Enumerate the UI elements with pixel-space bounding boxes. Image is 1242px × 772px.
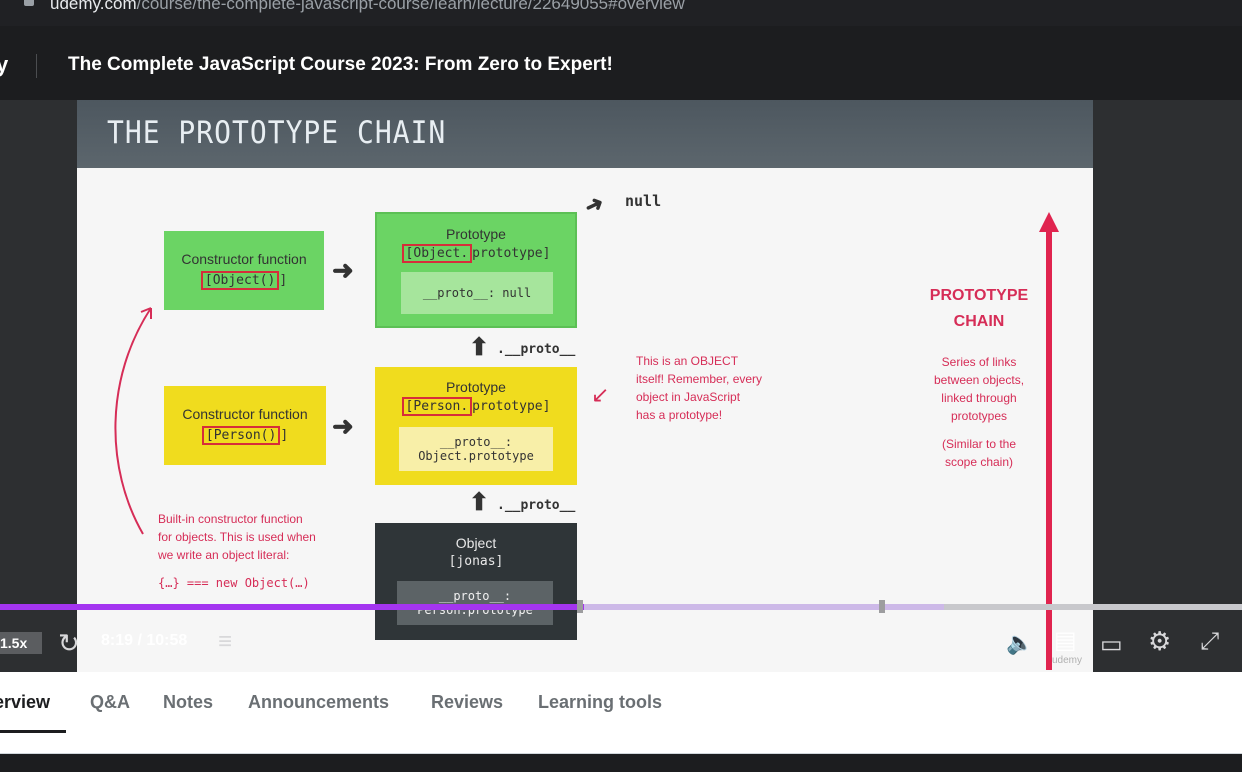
proto-link-2: .__proto__: [497, 498, 576, 513]
udemy-logo[interactable]: y: [0, 52, 9, 77]
chain-arrow-head: [1039, 212, 1059, 232]
note-arrow: ↙: [591, 382, 610, 407]
proto-link-1: .__proto__: [497, 342, 576, 357]
chapter-marker[interactable]: [577, 600, 583, 613]
arrow-ctor-to-proto-2: ➜: [332, 411, 354, 441]
proto-person-title: Prototype: [446, 379, 506, 395]
playback-speed-button[interactable]: 1.5x: [0, 632, 42, 654]
course-header: y The Complete JavaScript Course 2023: F…: [0, 30, 1242, 101]
udemy-watermark: udemy: [1052, 655, 1083, 666]
tab-learning-tools[interactable]: Learning tools: [538, 692, 663, 712]
active-tab-indicator: [0, 730, 66, 733]
volume-icon[interactable]: 🔈: [1006, 630, 1034, 655]
arrow-up-2: ⬆: [469, 489, 490, 516]
video-player[interactable]: THE PROTOTYPE CHAIN ➜ null Constructor f…: [0, 100, 1242, 772]
jonas-title: Object: [455, 535, 497, 551]
note-builtin-constructor: Built-in constructor function for object…: [158, 512, 316, 590]
side-note: (Similar to the scope chain): [941, 437, 1017, 469]
fullscreen-icon[interactable]: ⤢: [1200, 628, 1220, 655]
chain-arrow-shaft: [1046, 228, 1052, 670]
header-divider: [36, 54, 37, 78]
lock-icon: [24, 0, 34, 6]
note-object-is-object: This is an OBJECT itself! Remember, ever…: [636, 354, 763, 422]
url-text[interactable]: udemy.com/course/the-complete-javascript…: [50, 0, 685, 13]
side-panel: PROTOTYPE CHAIN Series of links between …: [912, 283, 1046, 471]
object-jonas-box: Object [jonas] __proto__: Person.prototy…: [375, 523, 577, 640]
jonas-name: [jonas]: [448, 554, 504, 569]
course-title[interactable]: The Complete JavaScript Course 2023: Fro…: [68, 54, 613, 75]
arrow-to-null: ➜: [580, 189, 608, 220]
course-tabs: erview Q&A Notes Announcements Reviews L…: [0, 672, 1242, 754]
ctor-object-label: Constructor function: [181, 251, 307, 267]
proto-object-code: [Object.prototype]: [377, 244, 575, 263]
side-description: Series of links between objects, linked …: [933, 355, 1025, 423]
tab-overview[interactable]: erview: [0, 692, 51, 712]
tab-reviews[interactable]: Reviews: [431, 692, 504, 712]
settings-icon[interactable]: ⚙: [1148, 626, 1172, 656]
chapter-marker[interactable]: [879, 600, 885, 613]
proto-object-inner: __proto__: null: [401, 272, 553, 314]
browser-url-bar[interactable]: udemy.com/course/the-complete-javascript…: [0, 0, 1242, 26]
builtin-curve-arrow: [114, 307, 152, 535]
tab-announcements[interactable]: Announcements: [248, 692, 390, 712]
captions-icon[interactable]: ▭: [1100, 631, 1123, 658]
arrow-ctor-to-proto-1: ➜: [332, 255, 354, 285]
ctor-person-code: [Person()]: [164, 426, 326, 445]
proto-person-box: Prototype [Person.prototype] __proto__: …: [375, 367, 577, 485]
jonas-inner: __proto__: Person.prototype: [397, 581, 553, 625]
side-title: PROTOTYPE CHAIN: [929, 287, 1029, 330]
proto-object-box: Prototype [Object.prototype] __proto__: …: [375, 212, 577, 328]
ctor-person-box: Constructor function [Person()]: [164, 386, 326, 465]
progress-played[interactable]: [0, 604, 584, 610]
slide-header: THE PROTOTYPE CHAIN: [77, 100, 1093, 168]
video-frame[interactable]: THE PROTOTYPE CHAIN ➜ null Constructor f…: [77, 100, 1093, 672]
proto-object-title: Prototype: [446, 226, 506, 242]
arrow-up-1: ⬆: [469, 334, 490, 361]
transcript-icon[interactable]: ≡: [218, 628, 233, 655]
time-display: 8:19 / 10:58: [101, 632, 188, 649]
replay-icon[interactable]: ↻: [58, 628, 80, 658]
null-label: null: [625, 192, 662, 210]
proto-person-code: [Person.prototype]: [375, 397, 577, 416]
ctor-object-code: [Object()]: [164, 271, 324, 290]
notes-icon[interactable]: ▤: [1054, 627, 1077, 654]
proto-person-inner: __proto__: Object.prototype: [399, 427, 553, 471]
ctor-person-label: Constructor function: [182, 406, 308, 422]
slide-heading: THE PROTOTYPE CHAIN: [107, 114, 447, 151]
ctor-object-box: Constructor function [Object()]: [164, 231, 324, 310]
tab-qa[interactable]: Q&A: [90, 692, 130, 712]
tab-notes[interactable]: Notes: [163, 692, 214, 712]
